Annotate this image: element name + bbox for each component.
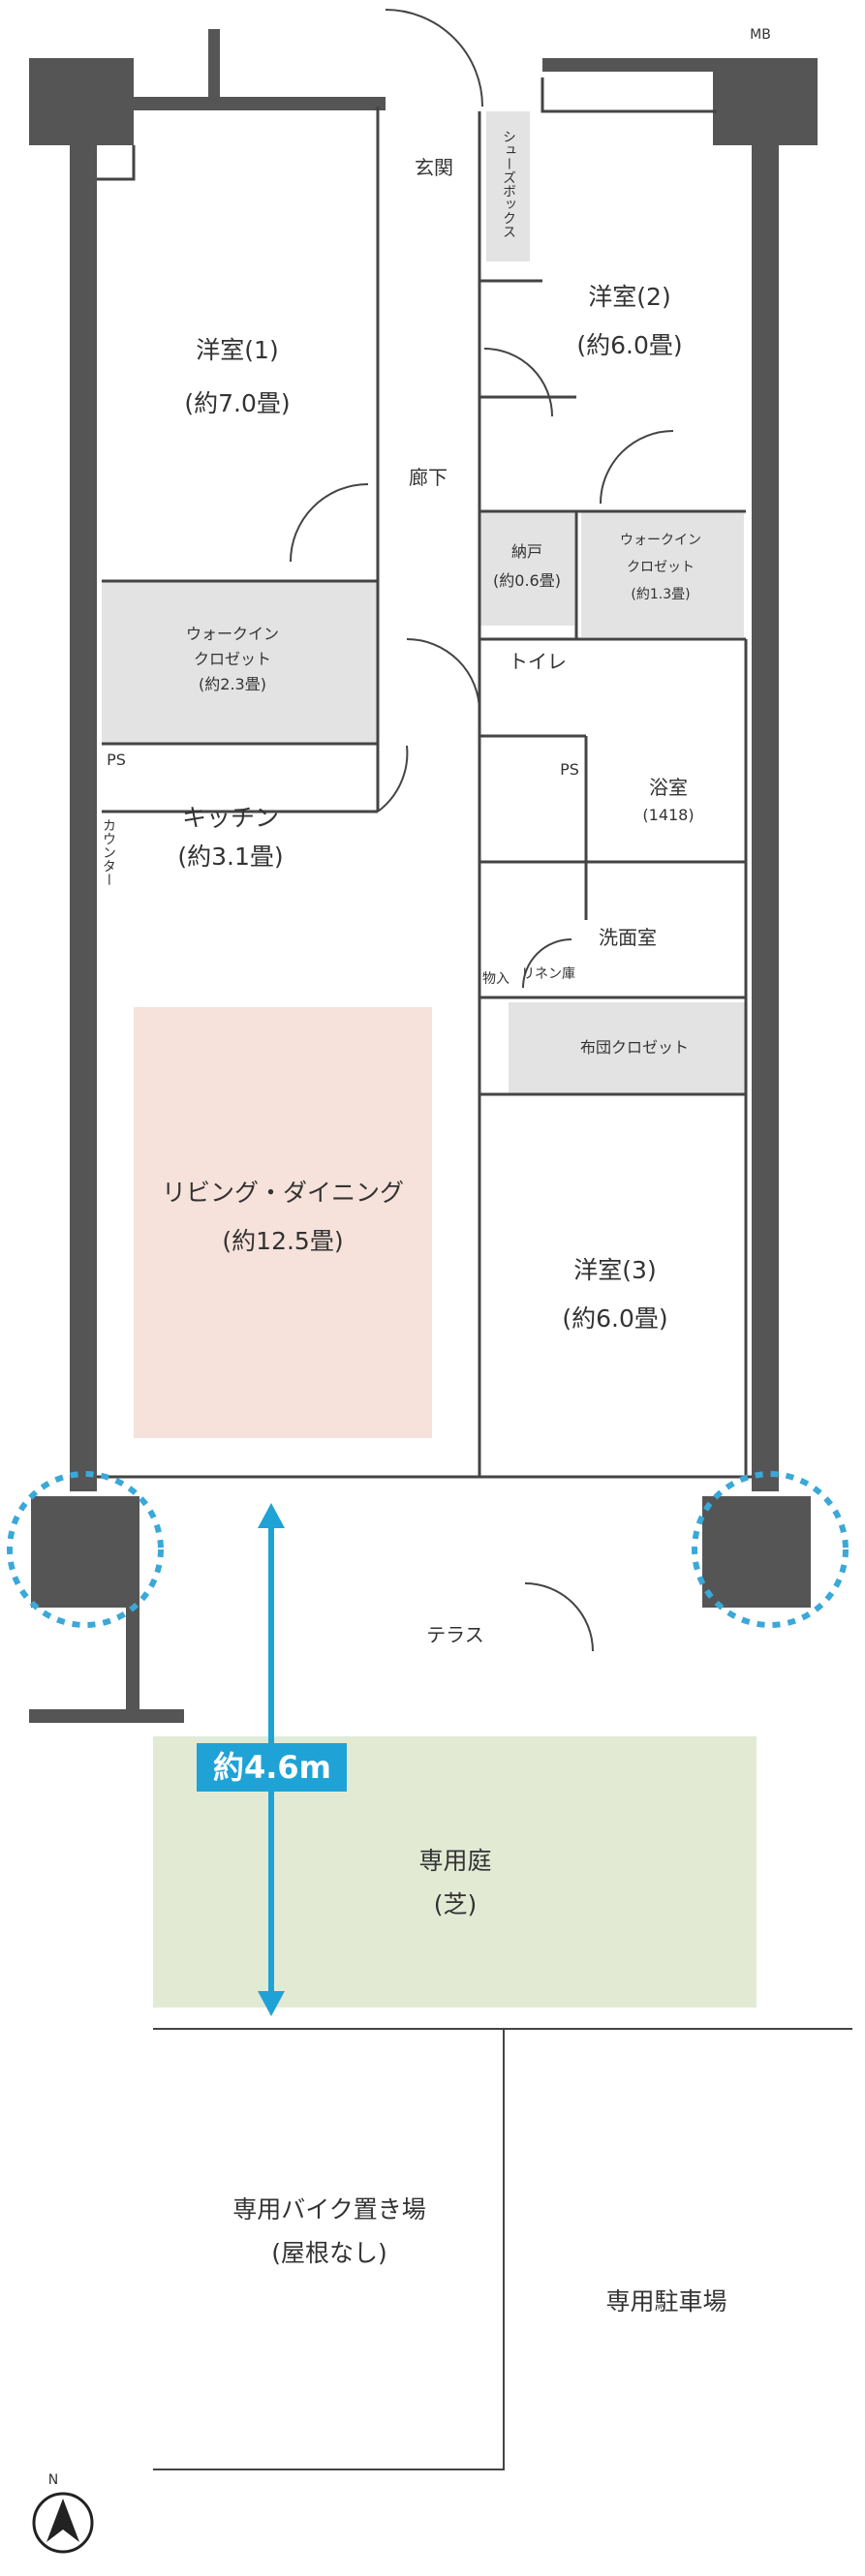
lot-outlines — [153, 2028, 852, 2470]
storage-label: 物入 — [482, 971, 510, 987]
garden-sub-label: (芝) — [434, 1890, 478, 1918]
hallway-label: 廊下 — [409, 466, 448, 489]
column-highlights — [7, 1471, 849, 1628]
linen-label: リネン庫 — [521, 966, 575, 982]
room3-size: (約6.0畳) — [562, 1304, 667, 1333]
futon-closet-floor — [509, 1002, 746, 1094]
terrace-label: テラス — [426, 1623, 484, 1646]
nando-label: 納戸 — [511, 542, 542, 561]
parking-label: 専用駐車場 — [605, 2287, 726, 2315]
kitchen-label: キッチン — [182, 804, 279, 832]
bath-label: 浴室 — [649, 776, 688, 799]
wic2-size: (約1.3畳) — [631, 587, 690, 602]
washroom-label: 洗面室 — [599, 926, 657, 949]
shoe-box-floor — [486, 111, 530, 261]
wic1-label-1: ウォークイン — [186, 625, 279, 643]
bath-size: (1418) — [642, 806, 694, 824]
ps-right-label: PS — [560, 760, 579, 779]
nando-size: (約0.6畳) — [493, 571, 561, 590]
counter-label: カウンター — [101, 818, 116, 886]
wic1-size: (約2.3畳) — [199, 675, 266, 693]
bike-label: 専用バイク置き場 — [232, 2195, 426, 2223]
ldk-floor — [134, 1007, 432, 1438]
wic2-label-1: ウォークイン — [620, 533, 701, 548]
ldk-size: (約12.5畳) — [222, 1227, 343, 1255]
genkan-label: 玄関 — [415, 156, 453, 179]
room1-size: (約7.0畳) — [184, 389, 290, 417]
room2-size: (約6.0畳) — [576, 331, 682, 359]
garden-label: 専用庭 — [418, 1847, 491, 1875]
doors — [290, 9, 674, 1652]
room2-label: 洋室(2) — [588, 283, 670, 311]
room1-label: 洋室(1) — [196, 336, 278, 364]
wic1-floor — [102, 581, 378, 744]
walls — [29, 29, 818, 1723]
north-arrow-icon — [32, 2492, 94, 2554]
toilet-label: トイレ — [509, 650, 567, 673]
wic2-label-2: クロゼット — [627, 560, 695, 575]
room3-label: 洋室(3) — [573, 1256, 656, 1284]
futon-label: 布団クロゼット — [580, 1038, 689, 1057]
nando-floor — [479, 511, 574, 626]
dimension-arrow — [197, 1503, 347, 2016]
north-label: N — [48, 2472, 58, 2488]
dimension-label: 約4.6m — [213, 1749, 331, 1786]
wic2-floor — [581, 511, 744, 637]
wic1-label-2: クロゼット — [194, 650, 271, 668]
bike-sub-label: (屋根なし) — [271, 2239, 387, 2267]
kitchen-size: (約3.1畳) — [177, 843, 283, 871]
ldk-label: リビング・ダイニング — [162, 1179, 404, 1207]
shoe-box-label: シューズボックス — [501, 130, 516, 238]
partitions — [97, 77, 752, 1479]
ps-left-label: PS — [107, 751, 126, 769]
mb-label: MB — [750, 27, 771, 43]
